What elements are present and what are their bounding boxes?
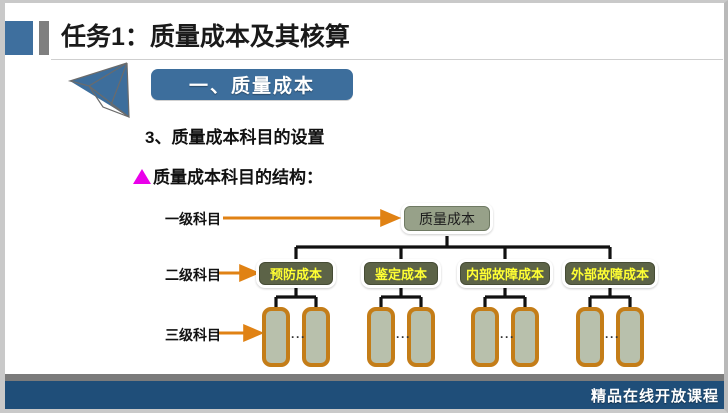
leaf-group-ellipsis: ··· (396, 330, 411, 344)
connector-level2-to-level3 (274, 288, 632, 307)
node-level2-prevention[interactable]: 预防成本 (256, 259, 336, 288)
leaf-box[interactable] (471, 307, 499, 367)
section-heading-label: 一、质量成本 (188, 76, 315, 97)
footer-bar: 精品在线开放课程 (5, 381, 724, 409)
leaf-box[interactable] (262, 307, 290, 367)
node-root[interactable]: 质量成本 (401, 203, 493, 234)
leaf-box[interactable] (302, 307, 330, 367)
node-level2-internal-failure-label: 内部故障成本 (460, 262, 550, 285)
leaf-group-ellipsis: ··· (605, 330, 620, 344)
subheading-bulleted-label: 质量成本科目的结构： (153, 168, 323, 187)
leaf-box[interactable] (407, 307, 435, 367)
subheading-numbered: 3、质量成本科目的设置 (145, 128, 325, 147)
leaf-box[interactable] (367, 307, 395, 367)
connector-root-to-level2 (294, 236, 612, 260)
leaf-box[interactable] (616, 307, 644, 367)
node-level2-external-failure-label: 外部故障成本 (565, 262, 655, 285)
diagram-label-level2: 二级科目 (165, 267, 221, 283)
footer-label: 精品在线开放课程 (590, 387, 719, 405)
node-root-label: 质量成本 (404, 206, 490, 231)
node-level2-appraisal-label: 鉴定成本 (364, 262, 438, 285)
footer-gray-bar (5, 374, 724, 381)
leaf-group-ellipsis: ··· (291, 330, 306, 344)
org-chart-connectors (218, 209, 632, 342)
leaf-box[interactable] (511, 307, 539, 367)
page-title: 任务1：质量成本及其核算 (61, 23, 350, 51)
triangle-bullet-icon (133, 169, 151, 184)
title-accent-gray-block (39, 21, 49, 55)
diagram-label-level1: 一级科目 (165, 211, 221, 227)
slide-canvas: 任务1：质量成本及其核算 一、质量成本 3、质量成本科目的设置 质量成本科目的结… (5, 3, 724, 409)
node-level2-external-failure[interactable]: 外部故障成本 (562, 259, 658, 288)
section-heading-pill[interactable]: 一、质量成本 (151, 69, 353, 100)
title-divider (51, 59, 723, 60)
leaf-box[interactable] (576, 307, 604, 367)
paper-plane-arrow-icon (67, 62, 130, 119)
title-accent-blue-block (5, 21, 33, 55)
node-level2-internal-failure[interactable]: 内部故障成本 (457, 259, 553, 288)
leaf-group-ellipsis: ··· (500, 330, 515, 344)
diagram-label-level3: 三级科目 (165, 327, 221, 343)
subheading-bulleted: 质量成本科目的结构： (133, 163, 323, 188)
node-level2-prevention-label: 预防成本 (259, 262, 333, 285)
node-level2-appraisal[interactable]: 鉴定成本 (361, 259, 441, 288)
